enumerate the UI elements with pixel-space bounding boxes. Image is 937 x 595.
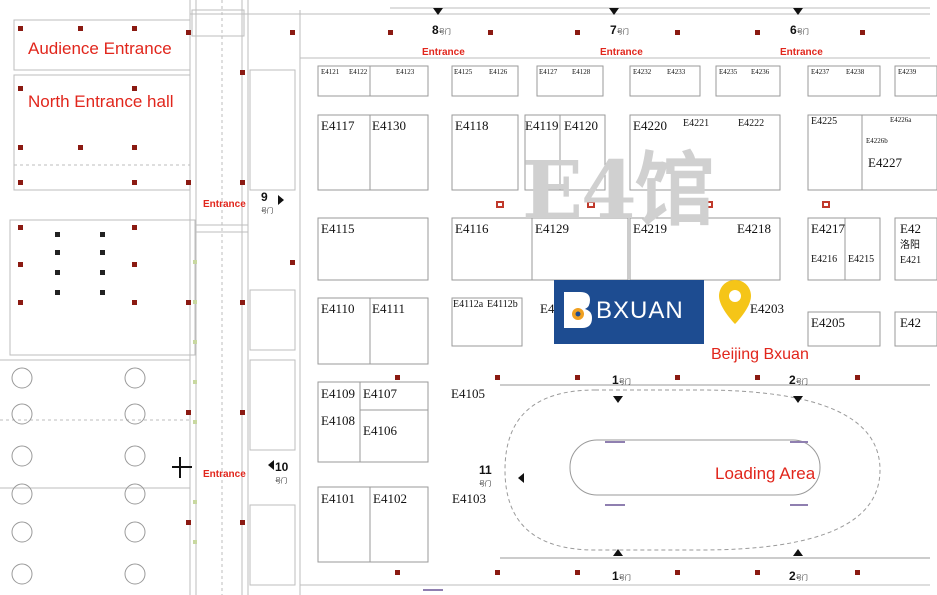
booth-e4122: E4122 xyxy=(349,68,368,76)
booth-e421: E421 xyxy=(900,255,922,266)
booth-e4128: E4128 xyxy=(572,68,591,76)
booth-e42-right-2: E42 xyxy=(900,315,921,330)
booth-e4121: E4121 xyxy=(321,68,340,76)
booth-chinese-label: 洛阳 xyxy=(900,240,920,251)
booth-e4112b: E4112b xyxy=(487,299,518,310)
booth-e4127: E4127 xyxy=(539,68,558,76)
booth-e42-right-1: E42 xyxy=(900,221,921,236)
booth-e4120: E4120 xyxy=(564,118,598,133)
gate-8: 8号门 xyxy=(432,23,451,37)
loading-area-label: Loading Area xyxy=(715,464,816,483)
booth-e4216: E4216 xyxy=(811,254,838,265)
booth-e4129: E4129 xyxy=(535,221,569,236)
hall-name-watermark: E4馆 xyxy=(522,143,715,237)
booth-e4105: E4105 xyxy=(451,386,485,401)
booth-e4106: E4106 xyxy=(363,423,397,438)
booth-e4116: E4116 xyxy=(455,221,489,236)
booth-e4218: E4218 xyxy=(737,221,771,236)
entrance-label-7: Entrance xyxy=(600,47,643,58)
booth-e4112a: E4112a xyxy=(453,299,484,310)
booth-e4203: E4203 xyxy=(750,301,784,316)
booth-e4222: E4222 xyxy=(738,118,765,129)
bxuan-logo-text: BXUAN xyxy=(596,297,684,324)
gate-2-top: 2号门 xyxy=(789,373,808,387)
booth-e4225: E4225 xyxy=(811,116,838,127)
booth-e4118: E4118 xyxy=(455,118,489,133)
booth-e4126: E4126 xyxy=(489,68,508,76)
booth-e4109: E4109 xyxy=(321,386,355,401)
booth-e4103: E4103 xyxy=(452,491,486,506)
beijing-bxuan-label: Beijing Bxuan xyxy=(711,346,809,363)
gate-1-top: 1号门 xyxy=(612,373,631,387)
gate-7: 7号门 xyxy=(610,23,629,37)
booth-e4130: E4130 xyxy=(372,118,406,133)
booth-e4239: E4239 xyxy=(898,68,917,76)
booth-e4107: E4107 xyxy=(363,386,397,401)
booth-e4123: E4123 xyxy=(396,68,415,76)
entrance-label-6: Entrance xyxy=(780,47,823,58)
gate-6: 6号门 xyxy=(790,23,809,37)
booth-e4236: E4236 xyxy=(751,68,770,76)
booth-e4205: E4205 xyxy=(811,315,845,330)
north-entrance-hall-label: North Entrance hall xyxy=(28,92,174,111)
bxuan-logo: BXUAN xyxy=(554,280,704,344)
booth-e4226b: E4226b xyxy=(866,137,888,145)
entrance-label-10: Entrance xyxy=(203,469,246,480)
booth-e4221: E4221 xyxy=(683,118,710,129)
location-pin-icon xyxy=(719,280,751,324)
audience-entrance-label: Audience Entrance xyxy=(28,39,172,58)
booth-e4110: E4110 xyxy=(321,301,355,316)
booth-e4101: E4101 xyxy=(321,491,355,506)
booth-e4237: E4237 xyxy=(811,68,830,76)
bxuan-logo-icon xyxy=(564,292,592,328)
booth-e4108: E4108 xyxy=(321,413,355,428)
gate-1-bottom: 1号门 xyxy=(612,569,631,583)
entrance-label-9: Entrance xyxy=(203,199,246,210)
booth-e4227: E4227 xyxy=(868,155,902,170)
booth-e4102: E4102 xyxy=(373,491,407,506)
booth-e4117: E4117 xyxy=(321,118,355,133)
booth-e4226a: E4226a xyxy=(890,116,912,124)
booth-e4238: E4238 xyxy=(846,68,865,76)
booth-e4220: E4220 xyxy=(633,118,667,133)
booth-e4119: E4119 xyxy=(525,118,559,133)
booth-e4219: E4219 xyxy=(633,221,667,236)
booth-e4232: E4232 xyxy=(633,68,652,76)
booth-e4115: E4115 xyxy=(321,221,355,236)
booth-e4111: E4111 xyxy=(372,301,405,316)
booth-e4215: E4215 xyxy=(848,254,875,265)
booth-e4217: E4217 xyxy=(811,221,845,236)
booth-e4235: E4235 xyxy=(719,68,738,76)
booth-e4-partial: E4 xyxy=(540,301,555,316)
booth-e4125: E4125 xyxy=(454,68,473,76)
entrance-label-8: Entrance xyxy=(422,47,465,58)
lobby-area xyxy=(9,219,196,356)
gate-2-bottom: 2号门 xyxy=(789,569,808,583)
booth-e4233: E4233 xyxy=(667,68,686,76)
